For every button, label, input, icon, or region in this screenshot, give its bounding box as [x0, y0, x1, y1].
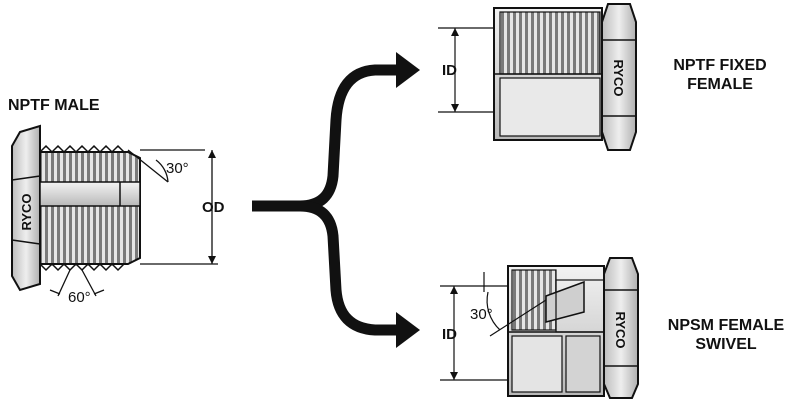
split-arrows [252, 52, 420, 348]
nptf-fixed-female-line1: NPTF FIXED [673, 57, 767, 74]
male-bore [39, 181, 141, 207]
male-hex-nut [11, 124, 41, 292]
swivel-hex-brand: RYCO [613, 311, 628, 348]
male-angle-30-label: 30° [166, 160, 189, 177]
fixed-hex-brand: RYCO [611, 59, 626, 96]
npsm-female-swivel-fitting [440, 257, 639, 399]
fixed-internal-thread [499, 11, 601, 75]
nptf-fixed-female-fitting [438, 3, 637, 151]
nptf-male-label: NPTF MALE [8, 97, 100, 114]
male-hex-brand: RYCO [19, 193, 34, 230]
brace-lower-branch [299, 200, 398, 336]
fixed-id-label: ID [442, 62, 457, 79]
npsm-female-swivel-line2: SWIVEL [695, 336, 757, 353]
arrow-head-lower [396, 312, 420, 348]
brace-upper-branch [252, 64, 398, 212]
nptf-fixed-female-label: NPTF FIXED FEMALE [664, 56, 776, 94]
male-thread-angle-60-label: 60° [68, 289, 91, 306]
npsm-female-swivel-label: NPSM FEMALE SWIVEL [660, 316, 792, 354]
nptf-fixed-female-line2: FEMALE [687, 76, 753, 93]
npsm-female-swivel-line1: NPSM FEMALE [667, 317, 785, 334]
arrow-head-upper [396, 52, 420, 88]
swivel-angle-30-label: 30° [470, 306, 493, 323]
swivel-id-label: ID [442, 326, 457, 343]
male-threaded-body [39, 151, 141, 265]
male-od-label: OD [202, 199, 225, 216]
nptf-male-fitting [11, 124, 218, 297]
